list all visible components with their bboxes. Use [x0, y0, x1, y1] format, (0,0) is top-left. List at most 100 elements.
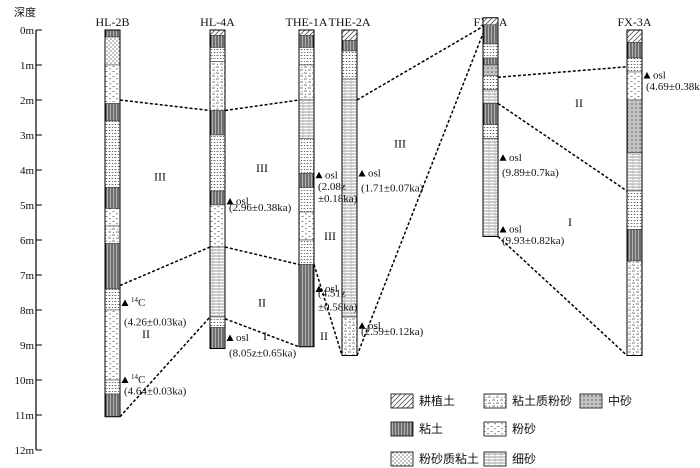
borehole-name: THE-2A: [329, 15, 371, 29]
layer-fine_sand: [482, 138, 499, 237]
legend-item-medium_sand: 中砂: [579, 393, 632, 409]
legend-swatch: [483, 451, 507, 467]
correlation-line: [313, 264, 343, 356]
layer-clay: [298, 264, 315, 347]
axis-tick-label: 5m: [20, 200, 35, 212]
borehole-name: HL-4A: [200, 15, 235, 29]
legend-item-silt: 粉砂: [483, 421, 536, 437]
legend-label: 耕植土: [419, 393, 455, 408]
layer-clay: [209, 190, 226, 206]
axis-tick-label: 11m: [15, 410, 35, 422]
layer-clayey_silt: [482, 43, 499, 59]
axis-tick-label: 3m: [20, 130, 35, 142]
layer-clayey_silt: [341, 50, 358, 80]
sample-marker: [226, 334, 234, 341]
sample-age: (2.96±0.38ka): [229, 202, 292, 214]
sample-method: osl: [368, 168, 381, 180]
layer-silt: [209, 204, 226, 248]
sample-age: (4.69±0.38ka): [646, 81, 700, 93]
layer-medium_sand: [626, 99, 643, 153]
dating-samples: 14C(4.26±0.03ka)14C(4.64±0.03ka)osl(2.96…: [121, 70, 700, 398]
correlation-line: [497, 66, 628, 78]
correlation-line: [356, 25, 484, 101]
correlation-line: [224, 246, 300, 266]
legend-label: 粉砂: [512, 422, 536, 436]
unit-label: II: [575, 96, 583, 110]
legend-label: 粘土质粉砂: [512, 393, 572, 408]
sample-age: (2.08z: [318, 181, 346, 193]
axis-tick-label: 9m: [20, 340, 35, 352]
layer-clay: [298, 35, 315, 48]
layer-clay: [209, 35, 226, 48]
correlation-line: [224, 99, 300, 112]
sample-marker: [121, 299, 129, 306]
correlation-line: [497, 102, 628, 192]
correlation-lines: [119, 25, 628, 418]
layer-silt: [104, 64, 121, 104]
layer-clay_silt: [626, 260, 643, 356]
borehole-name: FX-3A: [617, 15, 651, 29]
legend-swatch: [579, 393, 603, 409]
borehole-outline: [298, 29, 315, 348]
layer-soil: [482, 17, 499, 25]
legend-label: 细砂: [512, 452, 536, 466]
sample-marker: [226, 198, 234, 205]
axis-tick-label: 2m: [20, 95, 35, 107]
layer-clay: [341, 40, 358, 52]
borehole-the2a: THE-2A: [329, 15, 371, 356]
layer-medium_sand: [482, 64, 499, 76]
layer-clayey_silt: [298, 187, 315, 213]
axis-tick-label: 8m: [20, 305, 35, 317]
layer-clay: [482, 103, 499, 125]
legend-swatch: [390, 451, 414, 467]
sample-marker: [499, 154, 507, 161]
correlation-line: [119, 246, 211, 287]
sample-method: osl: [368, 320, 381, 332]
layer-clayey_silt: [482, 124, 499, 139]
axis-tick-label: 4m: [20, 165, 35, 177]
layer-clayey_silt: [298, 239, 315, 265]
sample-method: osl: [236, 196, 249, 208]
layer-clay: [482, 24, 499, 45]
unit-label: I: [568, 215, 572, 229]
sample-age: (1.71±0.07ka): [361, 183, 424, 195]
sample-s1: 14C(4.26±0.03ka): [121, 296, 187, 329]
unit-label: III: [324, 229, 336, 243]
layer-clayey_silt: [104, 288, 121, 311]
layer-clayey_silt: [626, 190, 643, 230]
legend: 耕植土粘土质粉砂中砂粘土粉砂粉砂质粘土细砂: [390, 393, 632, 467]
layer-silt: [298, 211, 315, 241]
unit-label: I: [263, 329, 267, 343]
sample-marker: [315, 171, 323, 179]
axis-tick-label: 10m: [14, 375, 34, 387]
layer-fine_sand: [341, 99, 358, 318]
sample-age: (8.05z±0.65ka): [229, 348, 296, 360]
legend-item-sandy_clay: 粉砂质粘土: [390, 451, 479, 467]
sample-s11: osl(4.69±0.38ka): [643, 70, 700, 93]
layer-clayey_silt: [482, 75, 499, 90]
layer-clay: [104, 393, 121, 417]
legend-item-fine_sand: 细砂: [483, 451, 536, 467]
sample-method: osl: [653, 70, 666, 82]
sample-age: (2.59±0.12ka): [361, 326, 424, 338]
borehole-fx3a: FX-3A: [617, 15, 652, 356]
correlation-line: [224, 318, 300, 348]
borehole-fx5a: FX-5A: [473, 15, 508, 237]
sample-s3: osl(2.96±0.38ka): [226, 196, 292, 214]
borehole-the1a: THE-1A: [286, 15, 328, 348]
layer-clay: [104, 29, 121, 38]
layer-clay: [104, 243, 121, 290]
sample-age: ±0.58ka): [318, 302, 358, 314]
layer-fine_sand: [482, 89, 499, 104]
layer-clay_silt: [209, 61, 226, 111]
borehole-outline: [626, 29, 643, 356]
sample-age: ±0.18ka): [318, 193, 358, 205]
correlation-line: [497, 235, 628, 357]
sample-marker: [358, 322, 366, 329]
layer-fine_sand: [341, 78, 358, 101]
sample-s9: osl(9.89±0.7ka): [499, 152, 559, 179]
sample-s5: osl(2.08z±0.18ka): [315, 169, 358, 205]
